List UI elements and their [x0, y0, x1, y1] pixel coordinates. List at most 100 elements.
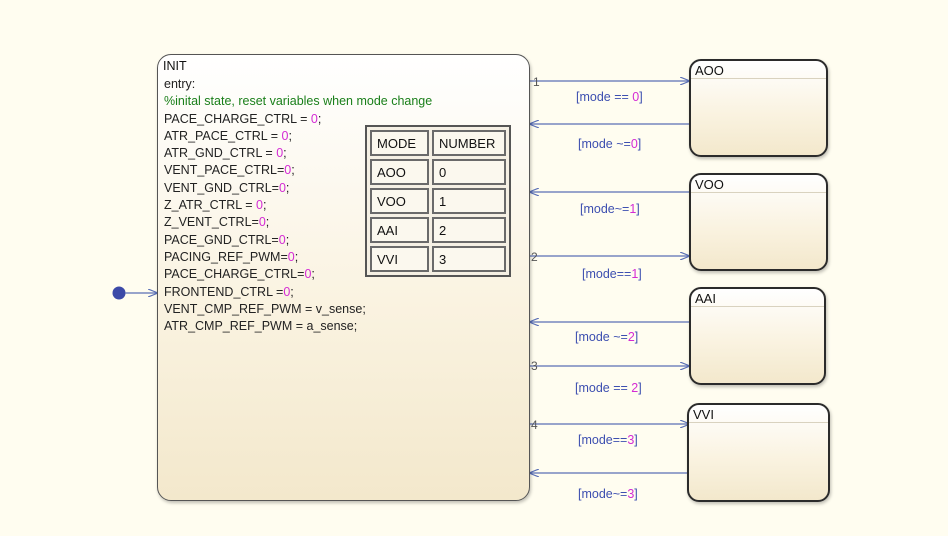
code-line: FRONTEND_CTRL =0; — [164, 284, 432, 301]
code-text: PACE_GND_CTRL= — [164, 232, 279, 247]
code-text: Z_VENT_CTRL= — [164, 215, 259, 230]
code-text: [mode~= — [580, 202, 630, 216]
transition-guard-label[interactable]: [mode==1] — [582, 267, 642, 281]
code-text: VENT_GND_CTRL= — [164, 180, 279, 195]
mode-table-header-number: NUMBER — [432, 130, 506, 156]
state-voo-title: VOO — [695, 177, 724, 192]
state-init-entry-code: entry: %inital state, reset variables whe… — [164, 76, 432, 335]
mode-table: MODE NUMBER AOO 0 VOO 1 AAI 2 VVI 3 — [365, 125, 511, 277]
code-line: VENT_PACE_CTRL=0; — [164, 162, 432, 179]
code-text: ; — [290, 284, 294, 299]
transition-guard-label[interactable]: [mode == 2] — [575, 381, 642, 395]
number-literal: 0 — [258, 215, 266, 230]
mode-table-cell: 2 — [432, 217, 506, 243]
state-aoo[interactable]: AOO — [689, 59, 828, 157]
mode-table-row: VOO 1 — [370, 188, 506, 214]
transition-guard-label[interactable]: [mode ~=2] — [575, 330, 638, 344]
code-text: [mode ~= — [575, 330, 628, 344]
state-divider — [691, 78, 826, 79]
code-text: ATR_PACE_CTRL = — [164, 128, 282, 143]
mode-table-cell: VVI — [370, 246, 429, 272]
mode-table-row: VVI 3 — [370, 246, 506, 272]
transition-guard-label[interactable]: [mode == 0] — [576, 90, 643, 104]
transition-priority-label: 1 — [533, 75, 540, 89]
state-divider — [689, 422, 828, 423]
state-aai[interactable]: AAI — [689, 287, 826, 385]
number-literal: 0 — [281, 128, 289, 143]
code-text: ; — [285, 180, 290, 195]
number-literal: 0 — [283, 284, 291, 299]
state-aoo-title: AOO — [695, 63, 724, 78]
number-literal: 2 — [627, 330, 635, 344]
code-text: ; — [291, 163, 295, 178]
number-literal: 1 — [629, 202, 637, 216]
code-text: VENT_CMP_REF_PWM = v_sense; — [164, 301, 366, 316]
code-text: ] — [634, 330, 639, 344]
state-vvi-title: VVI — [693, 407, 714, 422]
code-text: ; — [288, 128, 292, 143]
code-text: Z_ATR_CTRL = — [164, 198, 257, 213]
number-literal: 0 — [284, 163, 292, 178]
transition-guard-label[interactable]: [mode~=3] — [578, 487, 638, 501]
code-text: PACING_REF_PWM= — [164, 249, 288, 264]
number-literal: 3 — [627, 487, 635, 501]
transition-priority-label: 3 — [531, 359, 538, 373]
code-text: ] — [634, 487, 638, 501]
mode-table-row: AAI 2 — [370, 217, 506, 243]
number-literal: 0 — [632, 90, 640, 104]
transition-guard-label[interactable]: [mode ~=0] — [578, 137, 641, 151]
code-text: ; — [311, 267, 315, 282]
number-literal: 3 — [627, 433, 635, 447]
number-literal: 0 — [304, 267, 312, 282]
code-text: ; — [294, 249, 299, 264]
code-text: ] — [636, 202, 640, 216]
code-text: VENT_PACE_CTRL= — [164, 163, 285, 178]
code-line: PACE_CHARGE_CTRL=0; — [164, 266, 432, 283]
code-comment: %inital state, reset variables when mode… — [164, 94, 433, 109]
code-text: ] — [637, 137, 642, 151]
state-init[interactable]: INIT entry: %inital state, reset variable… — [157, 54, 530, 501]
code-text: ATR_GND_CTRL = — [164, 146, 277, 161]
code-line: Z_VENT_CTRL=0; — [164, 214, 432, 231]
number-literal: 0 — [287, 249, 295, 264]
code-text: entry: — [164, 77, 196, 91]
mode-table-cell: AAI — [370, 217, 429, 243]
code-text: ; — [285, 232, 290, 247]
code-text: [mode== — [582, 267, 632, 281]
number-literal: 0 — [256, 198, 263, 213]
mode-table-header-mode: MODE — [370, 130, 429, 156]
code-text: [mode == — [575, 381, 632, 395]
number-literal: 0 — [630, 137, 638, 151]
mode-table-cell: 1 — [432, 188, 506, 214]
code-text: ] — [634, 433, 638, 447]
code-text: PACE_CHARGE_CTRL = — [164, 111, 311, 126]
code-text: [mode ~= — [578, 137, 631, 151]
default-transition[interactable] — [112, 286, 158, 300]
number-literal: 0 — [276, 146, 284, 161]
state-voo[interactable]: VOO — [689, 173, 828, 271]
mode-table-cell: AOO — [370, 159, 429, 185]
transition-guard-label[interactable]: [mode==3] — [578, 433, 638, 447]
code-text: PACE_CHARGE_CTRL= — [164, 267, 305, 282]
code-line: PACING_REF_PWM=0; — [164, 249, 432, 266]
state-divider — [691, 306, 824, 307]
code-line: ATR_GND_CTRL = 0; — [164, 145, 432, 162]
number-literal: 0 — [278, 180, 286, 195]
code-text: [mode== — [578, 433, 628, 447]
state-init-title: INIT — [163, 59, 187, 73]
transition-priority-label: 4 — [531, 418, 538, 432]
state-vvi[interactable]: VVI — [687, 403, 830, 502]
code-line: VENT_CMP_REF_PWM = v_sense; — [164, 301, 432, 318]
default-transition-dot[interactable] — [112, 286, 126, 300]
number-literal: 1 — [631, 267, 639, 281]
state-divider — [691, 192, 826, 193]
transition-guard-label[interactable]: [mode~=1] — [580, 202, 640, 216]
code-text: ] — [638, 267, 642, 281]
code-line: PACE_GND_CTRL=0; — [164, 232, 432, 249]
mode-table-cell: 0 — [432, 159, 506, 185]
state-aai-title: AAI — [695, 291, 716, 306]
code-line: PACE_CHARGE_CTRL = 0; — [164, 111, 432, 128]
code-text: ; — [283, 146, 287, 161]
